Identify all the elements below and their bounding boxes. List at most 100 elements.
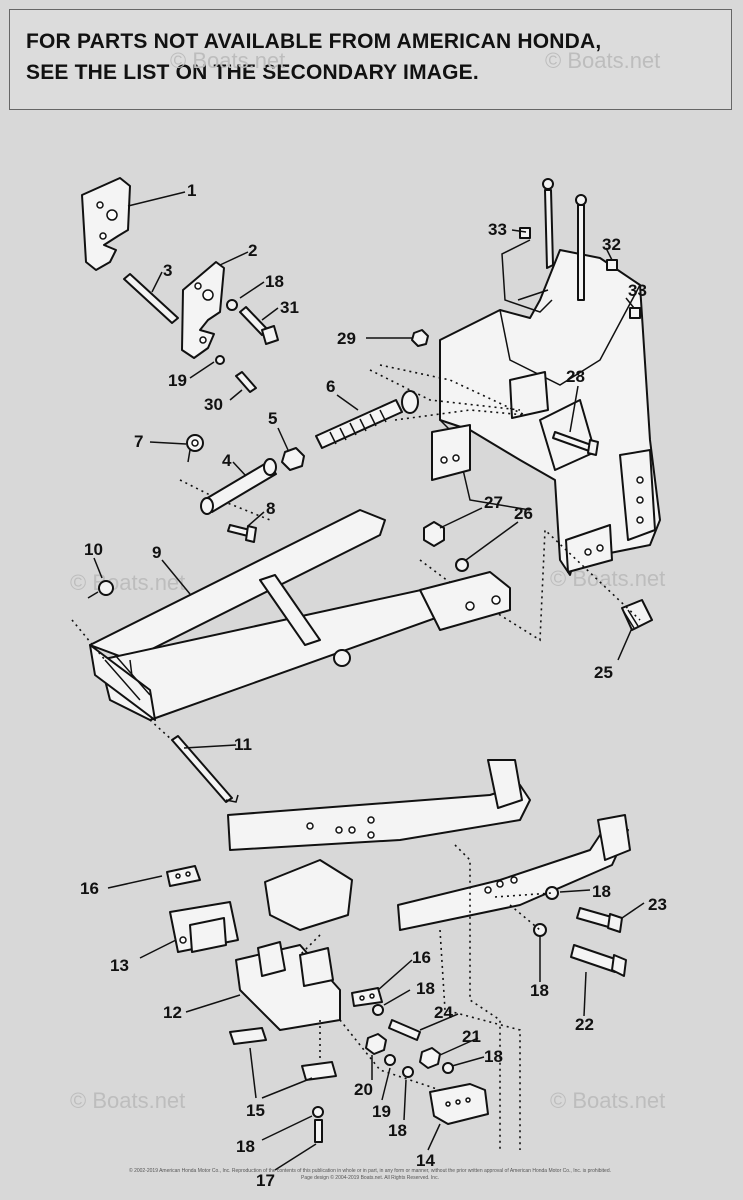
callout-label: 19 — [372, 1102, 391, 1121]
callout-label: 27 — [484, 493, 503, 512]
assembly-line — [319, 1019, 441, 1091]
callout-label: 13 — [110, 956, 129, 975]
nut — [281, 447, 305, 471]
nut — [423, 521, 445, 547]
spacer-block — [351, 987, 383, 1007]
bolt — [87, 580, 114, 599]
assembly-line — [439, 929, 521, 1150]
callout-label: 33 — [488, 220, 507, 239]
hitch-frame — [431, 178, 661, 576]
assembly-line — [369, 369, 521, 411]
callout-label: 28 — [566, 367, 585, 386]
callout-label: 33 — [628, 281, 647, 300]
callout-label: 15 — [246, 1101, 265, 1120]
channel-mount — [235, 941, 341, 1031]
callout-label: 18 — [416, 979, 435, 998]
callout-label: 14 — [416, 1151, 435, 1170]
copyright-footer: © 2002-2019 American Honda Motor Co., In… — [90, 1168, 650, 1182]
callout-label: 22 — [575, 1015, 594, 1034]
callout-label: 10 — [84, 540, 103, 559]
assembly-line — [494, 892, 553, 931]
callout-label: 18 — [388, 1121, 407, 1140]
assembly-line — [419, 528, 641, 642]
callout-label: 11 — [234, 735, 252, 754]
bolt-small — [226, 299, 279, 345]
side-rail — [397, 814, 631, 931]
threaded-rod — [315, 390, 419, 449]
washer-and-bolt — [215, 355, 257, 393]
bracket-plate-right — [181, 261, 225, 359]
callout-label: 19 — [168, 371, 187, 390]
leader-lines — [93, 191, 645, 1171]
detail-callout — [264, 859, 353, 931]
watermark: © Boats.net — [170, 48, 285, 73]
callout-label: 3 — [163, 261, 172, 280]
bolt — [227, 524, 257, 543]
nut — [365, 1033, 387, 1055]
bracket-plate-left — [81, 177, 131, 271]
callout-label: 26 — [514, 504, 533, 523]
lower-beam — [227, 759, 531, 851]
assembly-line — [454, 844, 501, 1150]
notice-line-1: FOR PARTS NOT AVAILABLE FROM AMERICAN HO… — [26, 30, 602, 53]
callout-label: 18 — [236, 1137, 255, 1156]
callout-label: 29 — [337, 329, 356, 348]
callout-label: 2 — [248, 241, 257, 260]
assembly-line — [71, 619, 106, 661]
callout-label: 4 — [222, 451, 232, 470]
callout-label: 12 — [163, 1003, 182, 1022]
callout-label: 24 — [434, 1003, 453, 1022]
callout-label: 9 — [152, 543, 161, 562]
callout-label: 21 — [462, 1027, 481, 1046]
callout-label: 25 — [594, 663, 613, 682]
watermark: © Boats.net — [70, 1088, 185, 1113]
channel-bracket — [169, 901, 239, 953]
bolt — [552, 431, 599, 456]
rod — [171, 735, 239, 803]
callout-label: 32 — [602, 235, 621, 254]
bolt-large — [621, 599, 653, 631]
nut — [419, 1047, 441, 1069]
callout-label: 30 — [204, 395, 223, 414]
callout-label: 18 — [530, 981, 549, 1000]
callout-label: 6 — [326, 377, 335, 396]
bolt — [545, 886, 623, 933]
main-frame — [89, 509, 511, 721]
copyright-line: Page design © 2004-2019 Boats.net. All R… — [301, 1175, 439, 1181]
nut — [411, 329, 429, 347]
mount-bracket — [429, 1083, 489, 1125]
callout-label: 16 — [80, 879, 99, 898]
assembly-line — [149, 719, 173, 741]
assembly-line — [379, 364, 526, 416]
callout-label: 18 — [592, 882, 611, 901]
wear-plate — [301, 1061, 337, 1081]
wear-plate — [229, 1027, 267, 1045]
assembly-line — [394, 409, 526, 421]
washer — [402, 1066, 414, 1078]
spacer-block — [166, 865, 201, 887]
callout-label: 18 — [265, 272, 284, 291]
bolt-long — [533, 923, 627, 977]
callout-label: 8 — [266, 499, 275, 518]
callout-label: 1 — [187, 181, 196, 200]
pin — [123, 273, 179, 324]
watermark: © Boats.net — [70, 570, 185, 595]
watermark: © Boats.net — [550, 1088, 665, 1113]
callout-label: 23 — [648, 895, 667, 914]
callout-label: 20 — [354, 1080, 373, 1099]
callout-label: 7 — [134, 432, 143, 451]
bolt — [372, 1004, 421, 1041]
tube — [200, 458, 277, 515]
watermark: © Boats.net — [545, 48, 660, 73]
callout-label: 31 — [280, 298, 299, 317]
lock-washer — [455, 558, 469, 572]
notice-box: FOR PARTS NOT AVAILABLE FROM AMERICAN HO… — [9, 9, 732, 110]
bolt — [312, 1106, 324, 1143]
notice-line-2: SEE THE LIST ON THE SECONDARY IMAGE. — [26, 61, 479, 84]
eye-bolt — [186, 434, 204, 463]
copyright-line: © 2002-2019 American Honda Motor Co., In… — [129, 1168, 611, 1174]
lock-washer — [384, 1054, 396, 1066]
callout-label: 16 — [412, 948, 431, 967]
callout-label: 18 — [484, 1047, 503, 1066]
